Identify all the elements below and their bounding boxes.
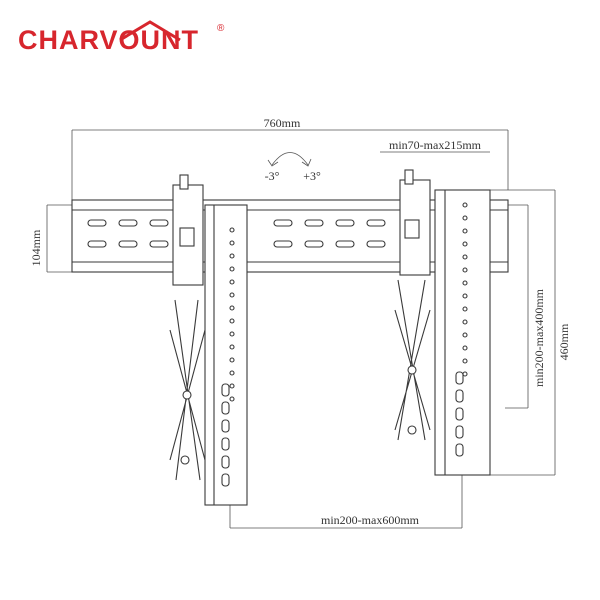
rail-slot — [87, 219, 107, 227]
arm-slot — [455, 425, 464, 439]
rail-slot — [87, 240, 107, 248]
arm-slot — [455, 371, 464, 385]
brand-logo: CHARVOUNT — [18, 25, 200, 55]
left-lock-knob — [179, 227, 195, 247]
logo-roof-mark — [119, 20, 181, 42]
tilt-arrow-left — [267, 159, 279, 167]
right-pivot — [407, 365, 417, 375]
left-scissor-links — [169, 299, 206, 481]
arm-hole — [462, 293, 468, 299]
arm-slot — [455, 389, 464, 403]
arm-hole — [229, 318, 235, 324]
right-pivot-bottom — [407, 425, 417, 435]
rail-slot — [149, 240, 169, 248]
left-arm-holes — [221, 227, 235, 487]
right-scissor-links — [394, 279, 431, 441]
arm-hole — [229, 357, 235, 363]
arm-hole — [229, 292, 235, 298]
rail-slot — [366, 240, 386, 248]
rail-slot — [273, 240, 293, 248]
rail-slot — [366, 219, 386, 227]
rail-slot — [304, 240, 324, 248]
arm-hole — [462, 371, 468, 377]
registered-mark: ® — [217, 23, 225, 34]
vertical-hole-span-label: min200-max400mm — [532, 288, 546, 387]
left-pivot — [182, 390, 192, 400]
arm-hole — [229, 344, 235, 350]
arm-hole — [462, 280, 468, 286]
arm-hole — [462, 267, 468, 273]
tilt-up-label: +3° — [303, 169, 321, 183]
arm-hole — [462, 215, 468, 221]
right-arm-holes — [455, 202, 468, 457]
arm-hole — [462, 319, 468, 325]
rail-height-label: 104mm — [29, 229, 43, 266]
arm-slot — [221, 419, 230, 433]
arm-hole — [229, 253, 235, 259]
horizontal-hole-span-label: min200-max600mm — [321, 513, 420, 527]
arm-slot — [455, 407, 464, 421]
arm-slot — [221, 401, 230, 415]
arm-hole — [229, 266, 235, 272]
arm-hole — [229, 305, 235, 311]
dimension-lines — [46, 129, 556, 529]
right-lock-knob — [404, 219, 420, 239]
arm-slot — [455, 443, 464, 457]
arm-hole — [462, 254, 468, 260]
arm-hole — [229, 370, 235, 376]
tilt-down-label: -3° — [265, 169, 280, 183]
rail-slot — [335, 219, 355, 227]
arm-hole — [462, 228, 468, 234]
arm-hole — [462, 202, 468, 208]
arm-hole — [229, 383, 235, 389]
rail-slot — [118, 219, 138, 227]
right-arm — [394, 169, 491, 476]
arm-hole — [462, 332, 468, 338]
depth-label: min70-max215mm — [389, 138, 482, 152]
arm-hole — [462, 345, 468, 351]
arm-slot — [221, 455, 230, 469]
left-arm — [169, 174, 248, 506]
arm-slot — [221, 383, 230, 397]
arm-slot — [221, 473, 230, 487]
rail-slot — [273, 219, 293, 227]
arm-height-label: 460mm — [557, 323, 571, 360]
width-label: 760mm — [264, 116, 301, 130]
rail-slot — [118, 240, 138, 248]
left-pivot-bottom — [180, 455, 190, 465]
tilt-arc — [271, 152, 309, 166]
tilt-arrow-right — [301, 158, 312, 167]
arm-hole — [229, 227, 235, 233]
right-hook-screw — [404, 169, 414, 185]
arm-hole — [229, 240, 235, 246]
arm-hole — [462, 241, 468, 247]
left-arm-plate — [204, 204, 248, 506]
rail-slot — [149, 219, 169, 227]
arm-hole — [462, 358, 468, 364]
arm-slot — [221, 437, 230, 451]
rail-slot — [335, 240, 355, 248]
arm-hole — [462, 306, 468, 312]
left-hook-screw — [179, 174, 189, 190]
arm-hole — [229, 279, 235, 285]
arm-hole — [229, 396, 235, 402]
arm-hole — [229, 331, 235, 337]
rail-slot — [304, 219, 324, 227]
